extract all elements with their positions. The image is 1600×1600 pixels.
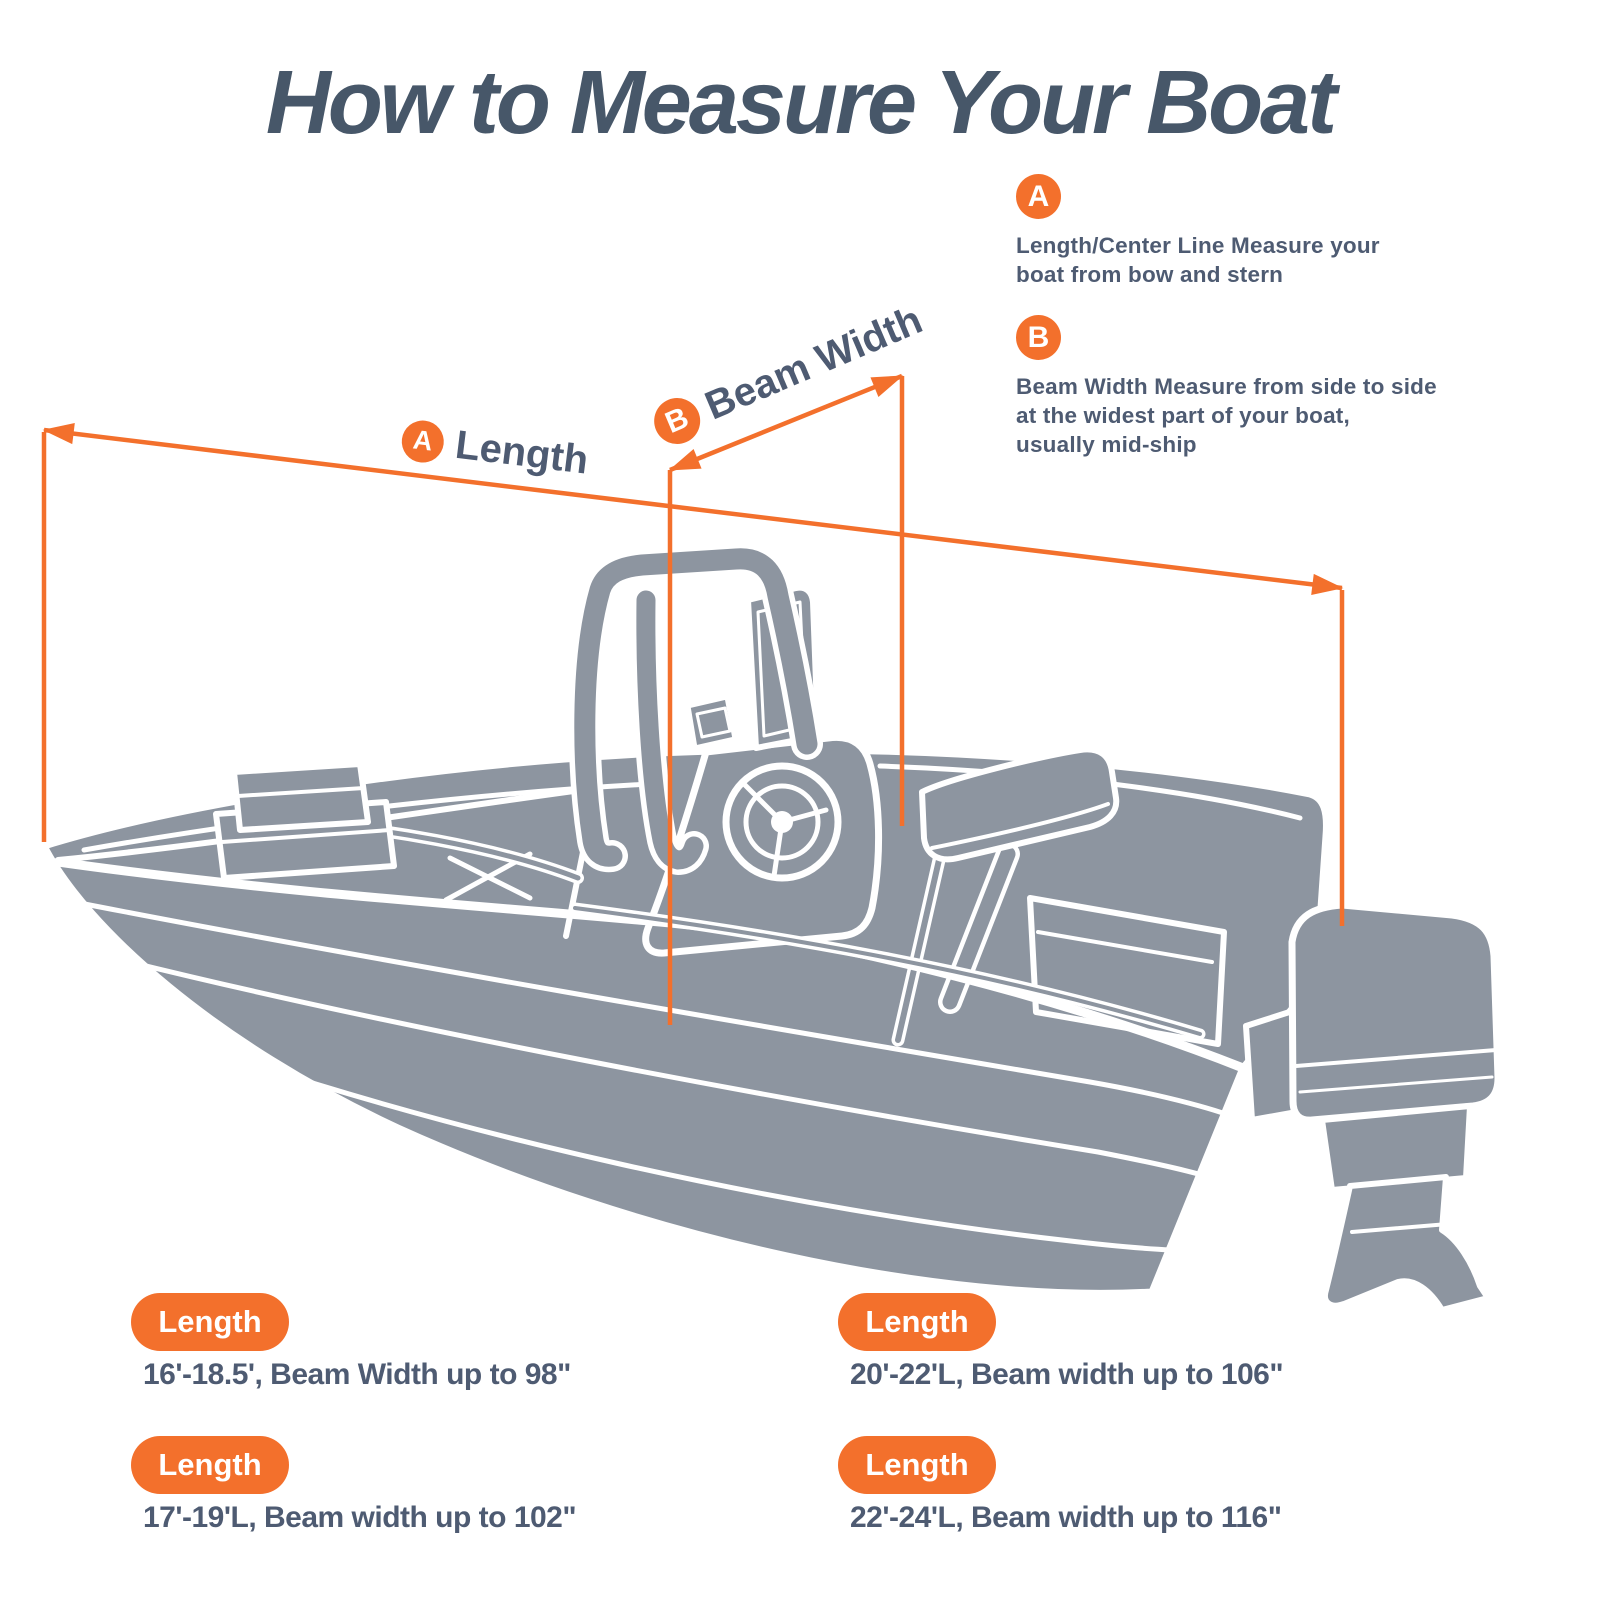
measurement-lines [41,373,1345,1025]
size-option-2: Length 20'-22'L, Beam width up to 106" [838,1293,1284,1392]
size-option-text: 17'-19'L, Beam width up to 102" [143,1501,577,1534]
hull-detail-lines [53,857,1248,1253]
a-badge-icon: A [399,417,447,465]
size-option-3: Length 17'-19'L, Beam width up to 102" [131,1436,577,1535]
motor-lower-unit [1322,1174,1491,1313]
bow-box [213,761,397,881]
length-pill-badge: Length [131,1436,289,1494]
legend-item-length: A Length/Center Line Measure your boat f… [1016,174,1582,289]
a-badge-icon: A [1016,174,1061,219]
size-option-text: 16'-18.5', Beam Width up to 98" [143,1358,571,1391]
size-option-1: Length 16'-18.5', Beam Width up to 98" [131,1293,571,1392]
legend-item-beam-width: B Beam Width Measure from side to side a… [1016,315,1582,459]
legend-text-beam-width: Beam Width Measure from side to side at … [1016,374,1437,457]
boat-illustration [40,542,1502,1313]
beam-arrow [668,373,904,473]
size-option-text: 20'-22'L, Beam width up to 106" [850,1358,1284,1391]
length-pill-badge: Length [131,1293,289,1351]
length-pill-badge: Length [838,1293,996,1351]
legend-text-length: Length/Center Line Measure your boat fro… [1016,233,1380,287]
b-badge-icon: B [1016,315,1061,360]
outboard-motor [1243,901,1502,1313]
steering-wheel [722,762,842,882]
measurement-legend: A Length/Center Line Measure your boat f… [1016,174,1582,485]
size-option-4: Length 22'-24'L, Beam width up to 116" [838,1436,1282,1535]
length-pill-badge: Length [838,1436,996,1494]
motor-cowl [1288,901,1502,1124]
page-title: How to Measure Your Boat [265,53,1337,153]
size-option-text: 22'-24'L, Beam width up to 116" [850,1501,1282,1534]
length-arrow [42,423,1344,595]
console-electronics [685,694,738,751]
